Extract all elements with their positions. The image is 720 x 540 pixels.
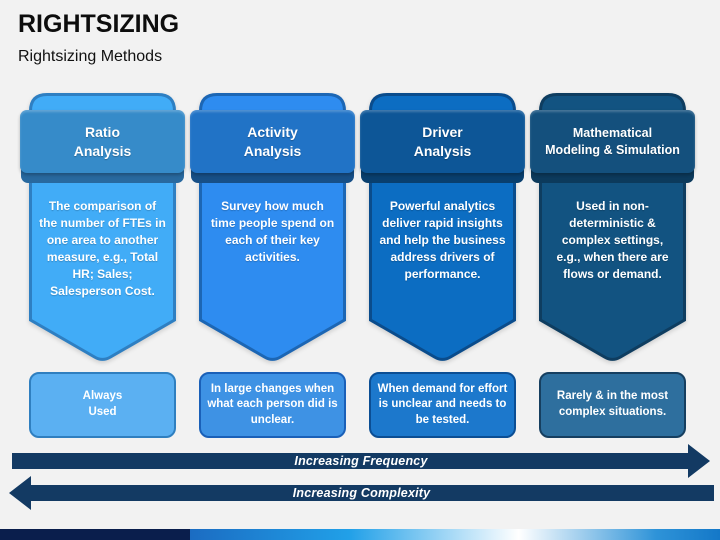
usage-note-text: When demand for effort is unclear and ne…	[377, 382, 508, 426]
usage-note-driver-analysis: When demand for effort is unclear and ne…	[369, 372, 516, 438]
method-description: Survey how much time people spend on eac…	[210, 199, 335, 265]
method-header-activity-analysis: Activity Analysis	[190, 110, 355, 173]
usage-note-ratio-analysis: Always Used	[29, 372, 176, 438]
method-title-line: Analysis	[243, 142, 302, 159]
usage-notes-row: Always Used In large changes when what e…	[29, 372, 686, 438]
increasing-frequency-arrow: Increasing Frequency	[12, 444, 710, 478]
method-title-line: Activity	[247, 123, 298, 140]
increasing-complexity-arrow: Increasing Complexity	[9, 476, 714, 510]
method-column-activity-analysis: Activity Analysis Survey how much time p…	[190, 93, 355, 365]
method-title-line: Analysis	[413, 142, 472, 159]
page-subtitle: Rightsizing Methods	[18, 48, 163, 65]
method-column-driver-analysis: Driver Analysis Powerful analytics deliv…	[360, 93, 525, 365]
method-header-mathematical-modeling: Mathematical Modeling & Simulation	[530, 110, 695, 173]
increasing-frequency-label: Increasing Frequency	[294, 454, 428, 468]
method-title-line: Mathematical	[572, 125, 653, 140]
footer-bar	[0, 529, 720, 540]
method-title-line: Ratio	[85, 123, 120, 140]
usage-note-text: Rarely & in the most complex situations.	[556, 390, 669, 418]
method-description: Used in non-deterministic & complex sett…	[556, 199, 669, 282]
usage-note-mathematical-modeling: Rarely & in the most complex situations.	[539, 372, 686, 438]
method-column-mathematical-modeling: Mathematical Modeling & Simulation Used …	[530, 93, 695, 365]
method-column-ratio-analysis: Ratio Analysis The comparison of the num…	[20, 93, 185, 365]
usage-note-activity-analysis: In large changes when what each person d…	[199, 372, 346, 438]
footer-bar-left	[0, 529, 190, 540]
method-title-line: Analysis	[73, 142, 132, 159]
increasing-complexity-label: Increasing Complexity	[292, 486, 431, 500]
methods-row: Ratio Analysis The comparison of the num…	[20, 93, 695, 365]
method-header-driver-analysis: Driver Analysis	[360, 110, 525, 173]
usage-note-text: In large changes when what each person d…	[207, 382, 338, 426]
usage-note-text: Always Used	[82, 390, 123, 418]
method-description: Powerful analytics deliver rapid insight…	[379, 199, 506, 282]
method-description: The comparison of the number of FTEs in …	[39, 199, 166, 299]
page-title: RIGHTSIZING	[18, 10, 180, 38]
method-header-ratio-analysis: Ratio Analysis	[20, 110, 185, 173]
method-title-line: Modeling & Simulation	[545, 142, 680, 157]
footer-bar-right	[190, 529, 720, 540]
method-title-line: Driver	[422, 123, 463, 140]
